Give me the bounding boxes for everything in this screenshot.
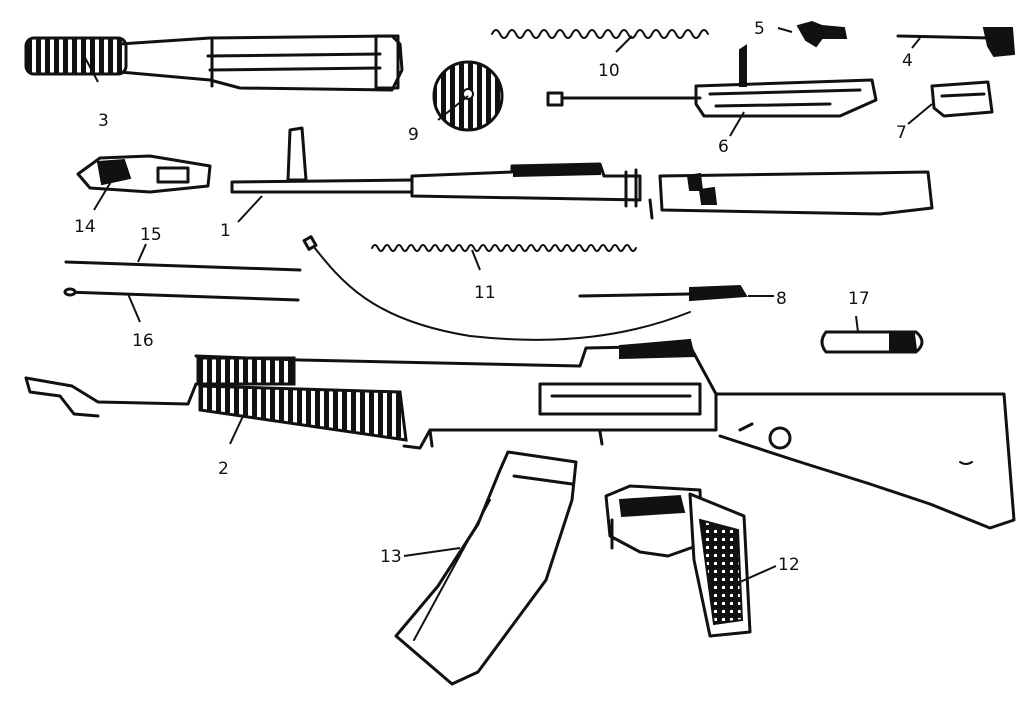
label-1: 1 [220,221,231,241]
part-14-trigger-group [76,154,212,194]
label-2: 2 [218,459,229,479]
part-11-spring [371,244,637,252]
label-7: 7 [896,123,907,143]
part-1-barreled-receiver [230,126,934,220]
label-17: 17 [848,289,870,309]
label-5: 5 [754,19,765,39]
part-10-spring [491,29,709,39]
part-4-firing-pin [896,27,1016,58]
part-6-bolt-carrier [546,44,878,118]
part-13-magazine [394,450,578,686]
part-5-pin [796,20,848,48]
part-3-gas-tube [24,34,404,92]
part-17-pin [820,330,924,354]
label-10: 10 [598,61,620,81]
label-14: 14 [74,217,96,237]
label-11: 11 [474,283,496,303]
label-8: 8 [776,289,787,309]
label-12: 12 [778,555,800,575]
part-2-rifle-body [24,338,1016,530]
leader-lines [81,27,933,583]
part-16-rod [63,287,300,302]
part-8-guide-rod [578,284,748,302]
label-9: 9 [408,125,419,145]
label-4: 4 [902,51,913,71]
label-3: 3 [98,111,109,131]
label-15: 15 [140,225,162,245]
label-16: 16 [132,331,154,351]
label-6: 6 [718,137,729,157]
part-labels: 1 2 3 4 5 6 7 8 9 10 11 12 13 14 15 16 1… [74,19,913,575]
part-12-pistol-grip [604,484,752,638]
cleaning-wire [302,235,691,341]
label-13: 13 [380,547,402,567]
part-15-rod [64,260,302,272]
part-7-block [930,80,994,118]
